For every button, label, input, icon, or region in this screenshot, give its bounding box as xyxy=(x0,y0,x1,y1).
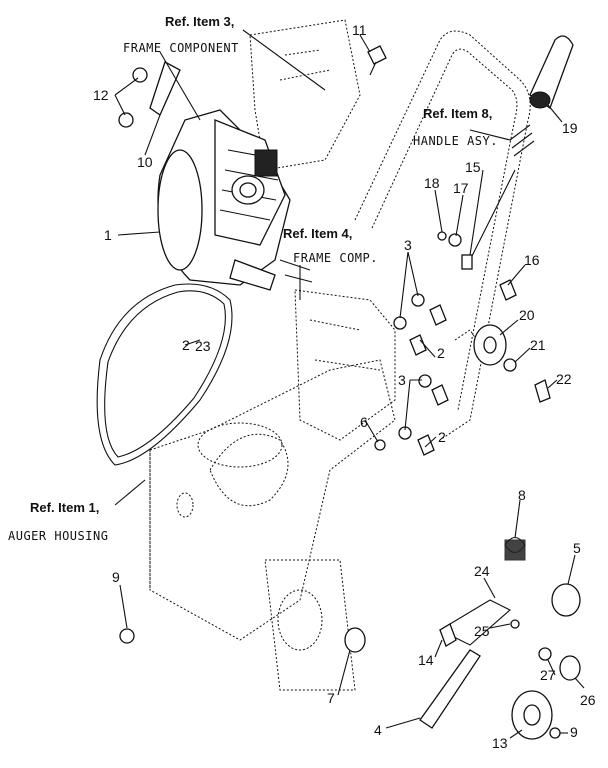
callout-14: 14 xyxy=(418,652,434,668)
auger-housing xyxy=(149,359,396,691)
ref-frame-component-label: Ref. Item 3, xyxy=(165,14,234,29)
callout-26: 26 xyxy=(580,692,596,708)
callout-19: 19 xyxy=(562,120,578,136)
callout-21: 21 xyxy=(530,337,546,353)
ref-handle-asy-label: Ref. Item 8, xyxy=(423,106,492,121)
callout-15: 15 xyxy=(465,159,481,175)
ref-frame-comp-label: Ref. Item 4, xyxy=(283,226,352,241)
callout-2-lower: 2 xyxy=(438,429,446,445)
ref-frame-component-caption: FRAME COMPONENT xyxy=(123,41,239,55)
engine xyxy=(157,109,313,291)
callout-10: 10 xyxy=(137,154,153,170)
callout-2-side: 2 xyxy=(182,337,190,353)
callout-7: 7 xyxy=(327,690,335,706)
v-belt xyxy=(96,283,233,466)
hardware-parts xyxy=(118,35,581,740)
callout-9-left: 9 xyxy=(112,569,120,585)
ref-frame-comp-caption: FRAME COMP. xyxy=(293,251,378,265)
callout-4: 4 xyxy=(374,722,382,738)
leader-lines xyxy=(114,29,585,739)
callout-5: 5 xyxy=(573,540,581,556)
callout-11: 11 xyxy=(352,22,367,38)
callout-24: 24 xyxy=(474,563,490,579)
callout-20: 20 xyxy=(519,307,535,323)
callout-13: 13 xyxy=(492,735,508,751)
callout-23: 23 xyxy=(195,338,211,354)
callout-17: 17 xyxy=(453,180,469,196)
callout-25: 25 xyxy=(474,623,490,639)
part-callouts: 1 2 2 2 3 3 4 5 6 7 8 9 9 10 11 12 13 14… xyxy=(93,22,596,751)
ref-auger-housing-caption: AUGER HOUSING xyxy=(8,529,108,543)
callout-9-right: 9 xyxy=(570,724,578,740)
callout-3-upper: 3 xyxy=(404,237,412,253)
callout-18: 18 xyxy=(424,175,440,191)
callout-6: 6 xyxy=(360,414,368,430)
callout-2-upper: 2 xyxy=(437,345,445,361)
callout-1: 1 xyxy=(104,227,112,243)
ref-auger-housing-label: Ref. Item 1, xyxy=(30,500,99,515)
frame-comp-plate xyxy=(294,289,396,441)
callout-3-lower: 3 xyxy=(398,372,406,388)
ref-handle-asy-caption: HANDLE ASY. xyxy=(413,134,498,148)
callout-27: 27 xyxy=(540,667,556,683)
callout-12: 12 xyxy=(93,87,109,103)
callout-16: 16 xyxy=(524,252,540,268)
callout-8: 8 xyxy=(518,487,526,503)
callout-22: 22 xyxy=(556,371,572,387)
handle-assembly xyxy=(354,30,531,441)
